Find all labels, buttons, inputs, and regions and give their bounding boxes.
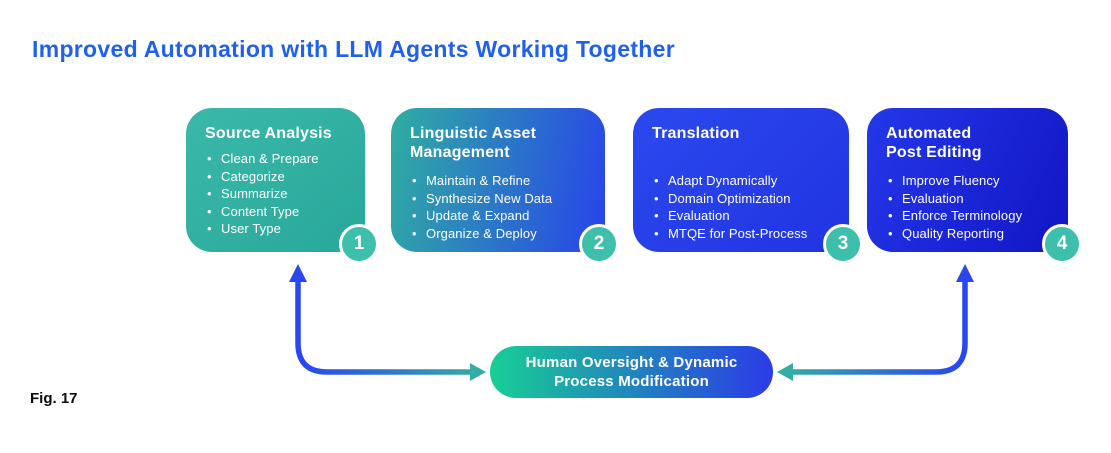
- bullet-item: Evaluation: [652, 207, 837, 225]
- bullet-item: Improve Fluency: [886, 172, 1056, 190]
- card-title: Source Analysis: [205, 124, 353, 143]
- card-title-line1: Linguistic Asset: [410, 125, 537, 142]
- card-linguistic-asset-management: Linguistic Asset Management Maintain & R…: [391, 108, 619, 264]
- bullet-item: Maintain & Refine: [410, 172, 593, 190]
- arrowhead-up-left-icon: [289, 264, 307, 282]
- pill-line2: Process Modification: [554, 373, 709, 390]
- bullet-item: Synthesize New Data: [410, 190, 593, 208]
- bullet-item: Summarize: [205, 185, 353, 203]
- arrowhead-left-icon: [777, 363, 793, 381]
- figure-label: Fig. 17: [30, 390, 78, 407]
- card-title-line1: Translation: [652, 125, 740, 142]
- bullet-item: MTQE for Post-Process: [652, 225, 837, 243]
- card-translation: Translation Adapt Dynamically Domain Opt…: [633, 108, 863, 264]
- feedback-arrow-left-path: [295, 270, 472, 375]
- step-badge-2: 2: [579, 224, 619, 264]
- bullet-item: User Type: [205, 220, 353, 238]
- bullet-item: Organize & Deploy: [410, 225, 593, 243]
- card-bullet-list: Improve Fluency Evaluation Enforce Termi…: [886, 172, 1056, 242]
- bullet-item: Evaluation: [886, 190, 1056, 208]
- card-title: Automated Post Editing: [886, 124, 1056, 162]
- card-bullet-list: Clean & Prepare Categorize Summarize Con…: [205, 150, 353, 238]
- page-title: Improved Automation with LLM Agents Work…: [32, 36, 675, 62]
- step-badge-3: 3: [823, 224, 863, 264]
- bullet-item: Update & Expand: [410, 207, 593, 225]
- step-badge-4: 4: [1042, 224, 1082, 264]
- step-badge-1: 1: [339, 224, 379, 264]
- bullet-item: Quality Reporting: [886, 225, 1056, 243]
- arrowhead-right-icon: [470, 363, 486, 381]
- bullet-item: Domain Optimization: [652, 190, 837, 208]
- card-bullet-list: Adapt Dynamically Domain Optimization Ev…: [652, 172, 837, 242]
- card-title-line2: Management: [410, 144, 510, 161]
- bullet-item: Categorize: [205, 168, 353, 186]
- card-automated-post-editing: Automated Post Editing Improve Fluency E…: [867, 108, 1082, 264]
- card-bullet-list: Maintain & Refine Synthesize New Data Up…: [410, 172, 593, 242]
- card-title-line1: Automated: [886, 125, 972, 142]
- arrowhead-up-right-icon: [956, 264, 974, 282]
- card-title-line1: Source Analysis: [205, 125, 332, 142]
- bullet-item: Content Type: [205, 203, 353, 221]
- pill-line1: Human Oversight & Dynamic: [525, 354, 738, 371]
- card-title: Translation: [652, 124, 837, 143]
- card-title: Linguistic Asset Management: [410, 124, 593, 162]
- bullet-item: Clean & Prepare: [205, 150, 353, 168]
- card-title-line2: Post Editing: [886, 144, 982, 161]
- bullet-item: Adapt Dynamically: [652, 172, 837, 190]
- bullet-item: Enforce Terminology: [886, 207, 1056, 225]
- human-oversight-pill: Human Oversight & Dynamic Process Modifi…: [490, 346, 773, 398]
- feedback-arrow-right-path: [791, 270, 968, 375]
- card-source-analysis: Source Analysis Clean & Prepare Categori…: [186, 108, 379, 264]
